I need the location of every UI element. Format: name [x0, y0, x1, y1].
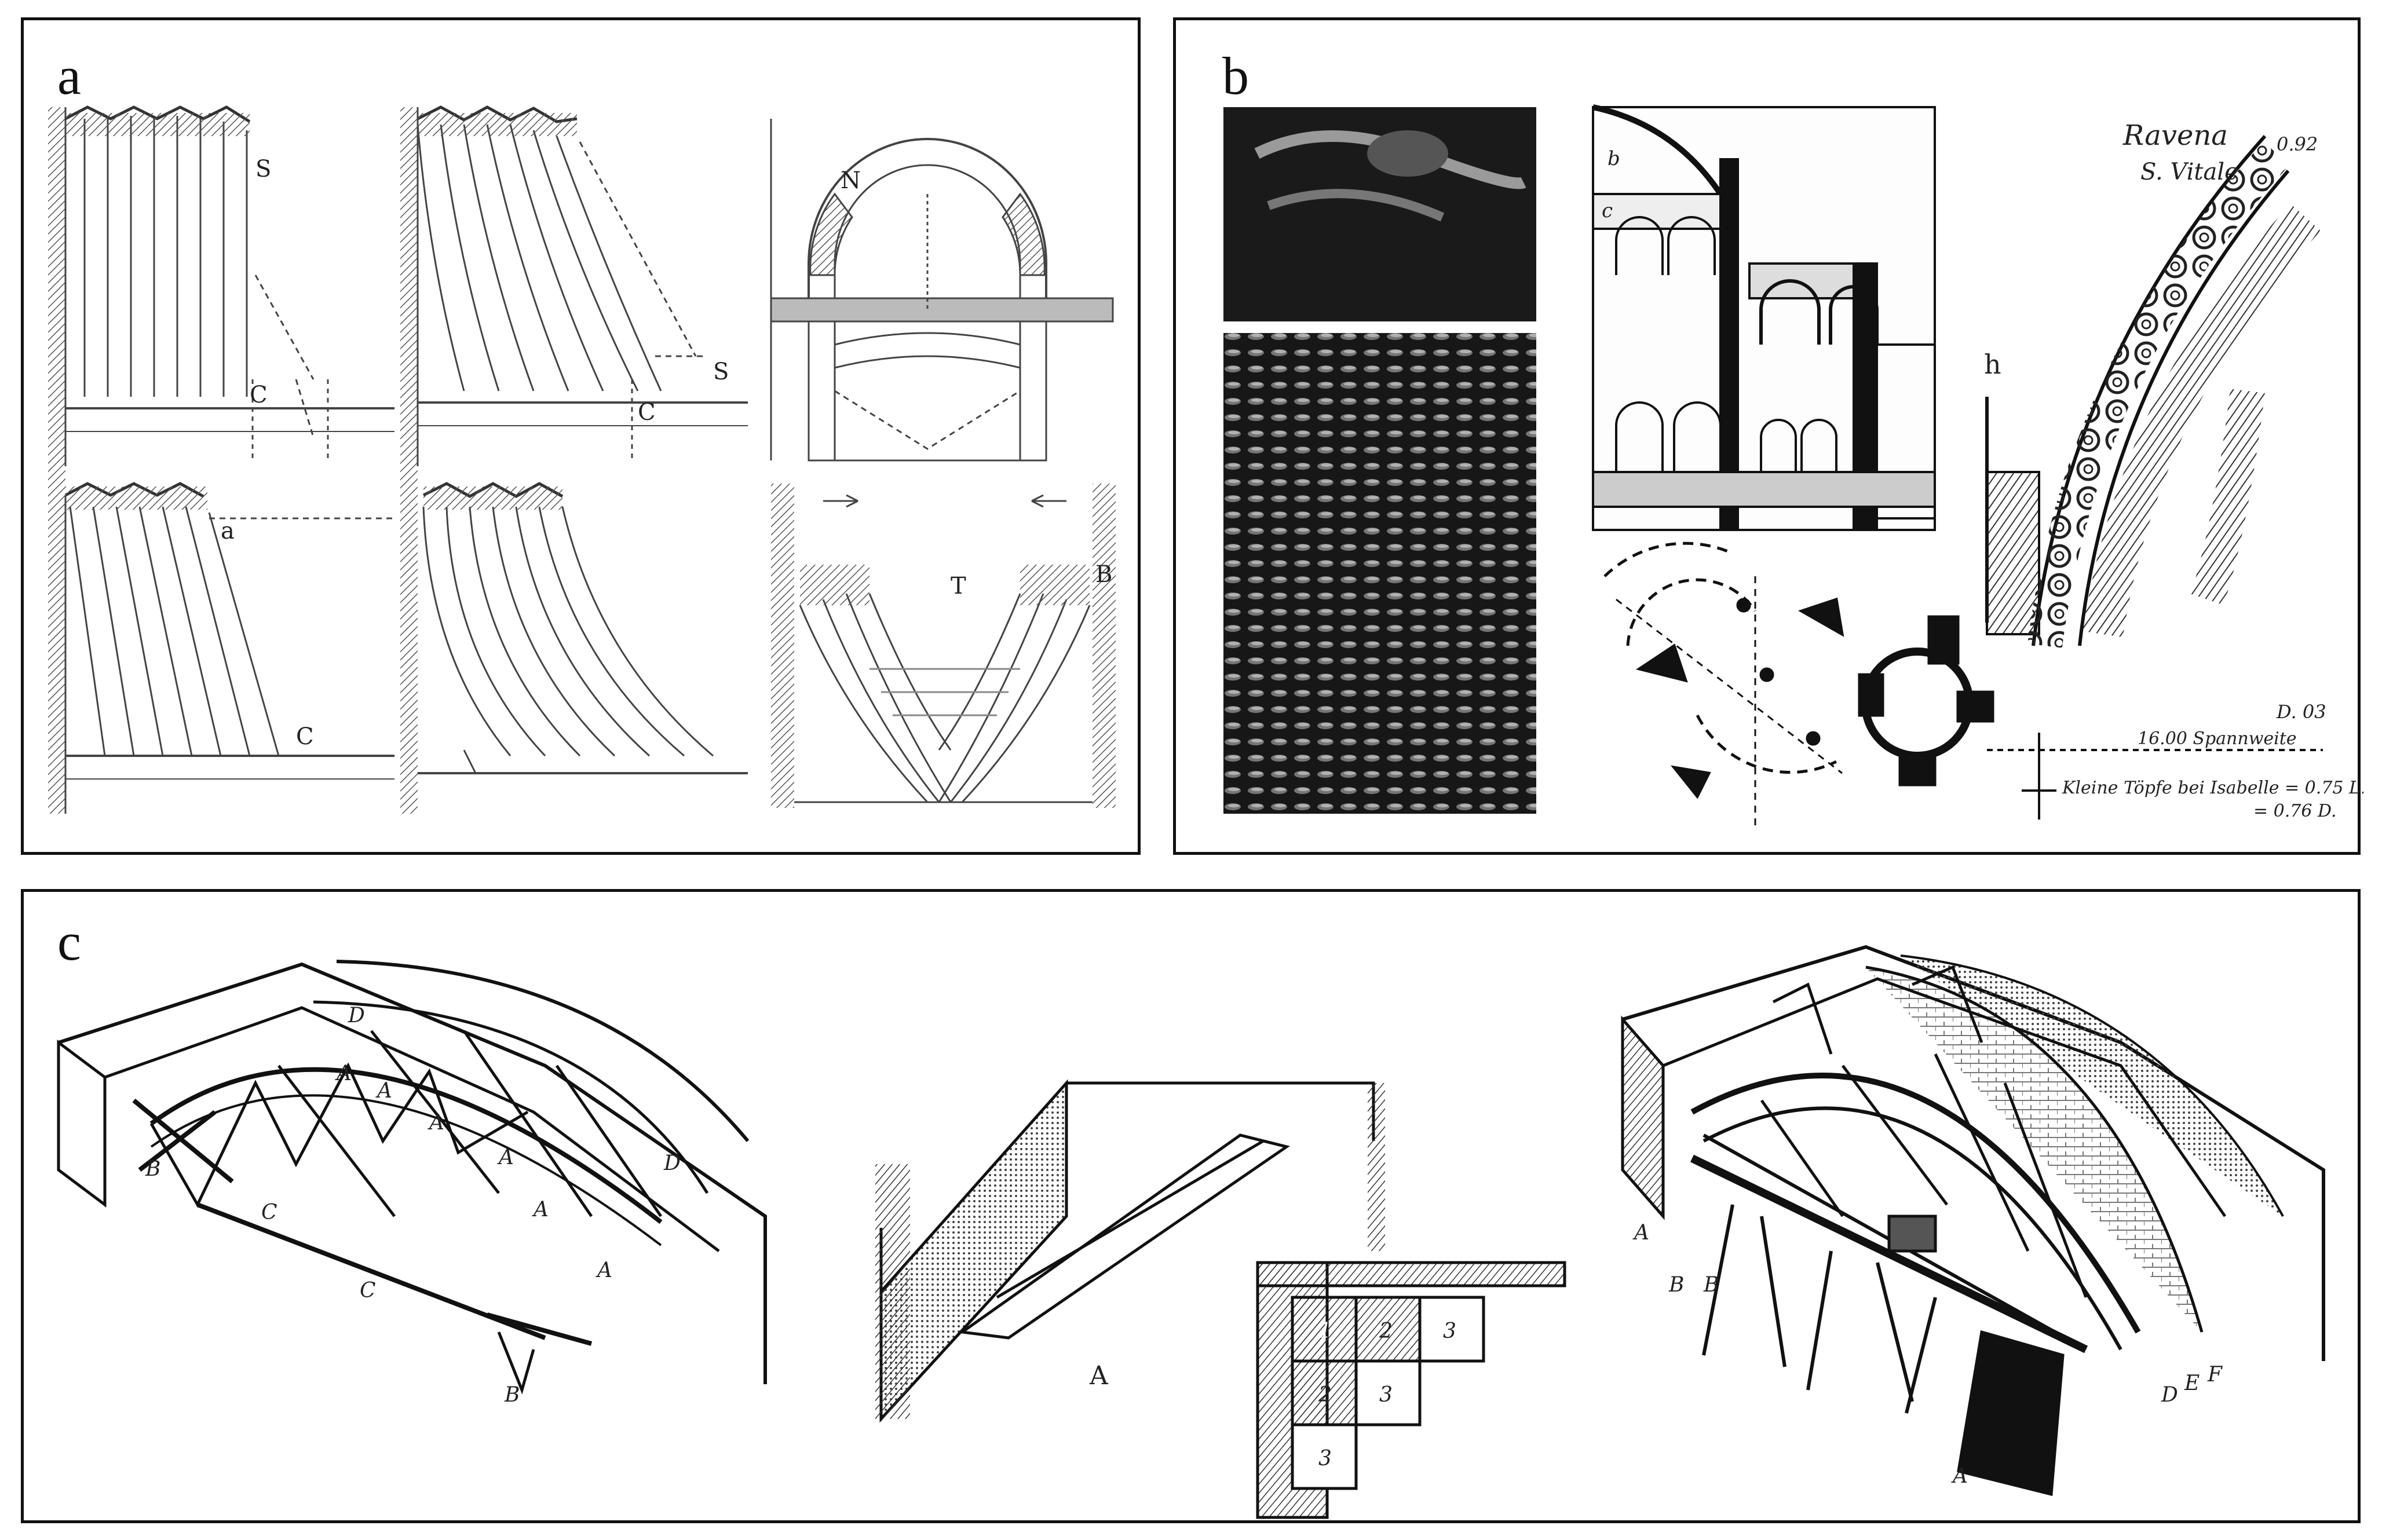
panel-c-letter: c: [57, 912, 81, 971]
label-c-small: c: [1602, 199, 1613, 222]
label-right-b2: B: [1703, 1273, 1719, 1297]
label-grid-2a: 2: [1379, 1319, 1393, 1343]
label-n: N: [841, 167, 861, 194]
label-right-b1: B: [1668, 1273, 1684, 1297]
label-left-b2: B: [504, 1383, 520, 1407]
label-mid-a: A: [1089, 1361, 1109, 1391]
vault-photo-top: [1223, 107, 1536, 321]
label-t: T: [951, 573, 966, 599]
church-plan: [1603, 542, 1994, 825]
vault-centering-truss: [57, 960, 767, 1395]
label-right-a1: A: [1632, 1221, 1649, 1245]
label-d-sign: D. 03: [2276, 701, 2326, 723]
panel-a-letter: a: [57, 46, 81, 105]
label-left-b1: B: [145, 1157, 160, 1181]
panel-c-drawings: D A A A A A A B B C C D A 1 2 3 2 3 3 A …: [57, 945, 2325, 1519]
panel-a-drawings: S C S C a C N T B: [48, 105, 1116, 814]
label-b: B: [1095, 561, 1112, 588]
label-right-d: D: [2161, 1383, 2178, 1407]
panel-a: a: [21, 17, 1141, 855]
label-left-a6: A: [596, 1259, 612, 1282]
ring-layers-inclined-lower: [48, 466, 394, 814]
label-left-a5: A: [532, 1198, 549, 1221]
label-h: h: [1984, 349, 2001, 380]
label-left-d2: D: [663, 1151, 681, 1175]
vault-centering-perspective: [1621, 945, 2325, 1497]
church-section: [1592, 104, 1936, 531]
label-dim-top: 0.92: [2277, 133, 2318, 155]
panel-b: b: [1173, 17, 2363, 855]
label-left-d1: D: [348, 1004, 365, 1027]
folded-formwork-sketch: [875, 1079, 1385, 1423]
brick-order-grid: [1256, 1261, 1566, 1519]
label-b-small: b: [1608, 147, 1620, 170]
label-s-vitale: S. Vitale: [2140, 159, 2238, 185]
arch-section: [770, 119, 1114, 462]
label-spannweite: 16.00 Spannweite: [2138, 729, 2297, 749]
ravenna-vault-detail: [1985, 135, 2323, 820]
panel-c: c: [21, 889, 2361, 1523]
label-left-c1: C: [261, 1201, 277, 1224]
ring-layers-curved: [400, 466, 748, 814]
label-grid-3a: 3: [1443, 1319, 1456, 1343]
label-s1: S: [255, 156, 271, 182]
label-grid-1: 1: [1318, 1319, 1332, 1343]
label-c3: C: [296, 723, 314, 750]
ring-layers-vertical: [48, 105, 394, 466]
label-left-a3: A: [428, 1111, 444, 1135]
label-c1: C: [250, 382, 268, 408]
label-grid-2b: 2: [1318, 1383, 1332, 1407]
panel-b-letter: b: [1222, 46, 1249, 105]
ring-layers-inclined: [400, 105, 748, 466]
vault-photo-bottom: [1223, 333, 1536, 814]
ring-layers-two-sided: [771, 484, 1116, 808]
label-grid-3c: 3: [1318, 1447, 1332, 1471]
label-s2: S: [713, 359, 729, 385]
label-right-a2: A: [1951, 1464, 1968, 1488]
label-left-c2: C: [360, 1279, 376, 1303]
label-left-a1: A: [335, 1062, 352, 1085]
label-note-2: = 0.76 D.: [2253, 801, 2337, 821]
label-grid-3b: 3: [1379, 1383, 1393, 1407]
label-c2: C: [638, 399, 656, 426]
label-right-e: E: [2184, 1371, 2200, 1395]
label-left-a2: A: [375, 1079, 392, 1103]
label-right-f: F: [2207, 1363, 2223, 1387]
label-left-a4: A: [497, 1146, 514, 1169]
panel-b-drawings: Ravena S. Vitale h 0.92 D. 03 16.00 Span…: [1223, 104, 2363, 825]
label-note: Kleine Töpfe bei Isabelle = 0.75 L.: [2062, 778, 2363, 798]
label-ravenna: Ravena: [2122, 119, 2228, 152]
label-a3: a: [221, 518, 235, 544]
